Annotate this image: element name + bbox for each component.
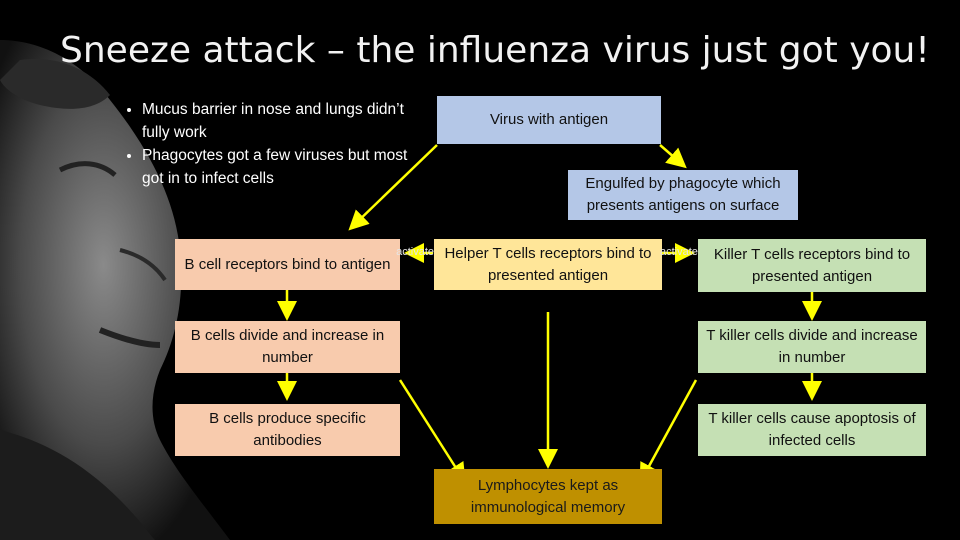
box-bcells-divide: B cells divide and increase in number [175, 321, 400, 373]
activate-label-right: activate [660, 246, 698, 258]
bullet-list: Mucus barrier in nose and lungs didn’t f… [112, 98, 432, 190]
box-tkiller-apoptosis: T killer cells cause apoptosis of infect… [698, 404, 926, 456]
box-engulfed-by-phagocyte: Engulfed by phagocyte which presents ant… [568, 170, 798, 220]
bullet-item: Mucus barrier in nose and lungs didn’t f… [142, 98, 432, 144]
slide-title: Sneeze attack – the influenza virus just… [60, 30, 930, 71]
box-helper-tcell-bind: Helper T cells receptors bind to present… [434, 239, 662, 290]
box-virus-with-antigen: Virus with antigen [437, 96, 661, 144]
box-bcell-receptors-bind: B cell receptors bind to antigen [175, 239, 400, 290]
bullet-item: Phagocytes got a few viruses but most go… [142, 144, 432, 190]
box-immunological-memory: Lymphocytes kept as immunological memory [434, 469, 662, 524]
box-bcells-antibodies: B cells produce specific antibodies [175, 404, 400, 456]
box-tkiller-divide: T killer cells divide and increase in nu… [698, 321, 926, 373]
activate-label-left: activate [396, 246, 434, 258]
arrow-virus-to-engulfed [659, 144, 687, 169]
arrow-bcells-to-memory [398, 379, 466, 484]
box-killer-tcell-bind: Killer T cells receptors bind to present… [698, 239, 926, 292]
arrow-virus-to-bcell [348, 144, 438, 231]
arrow-tcells-to-memory [639, 379, 698, 484]
